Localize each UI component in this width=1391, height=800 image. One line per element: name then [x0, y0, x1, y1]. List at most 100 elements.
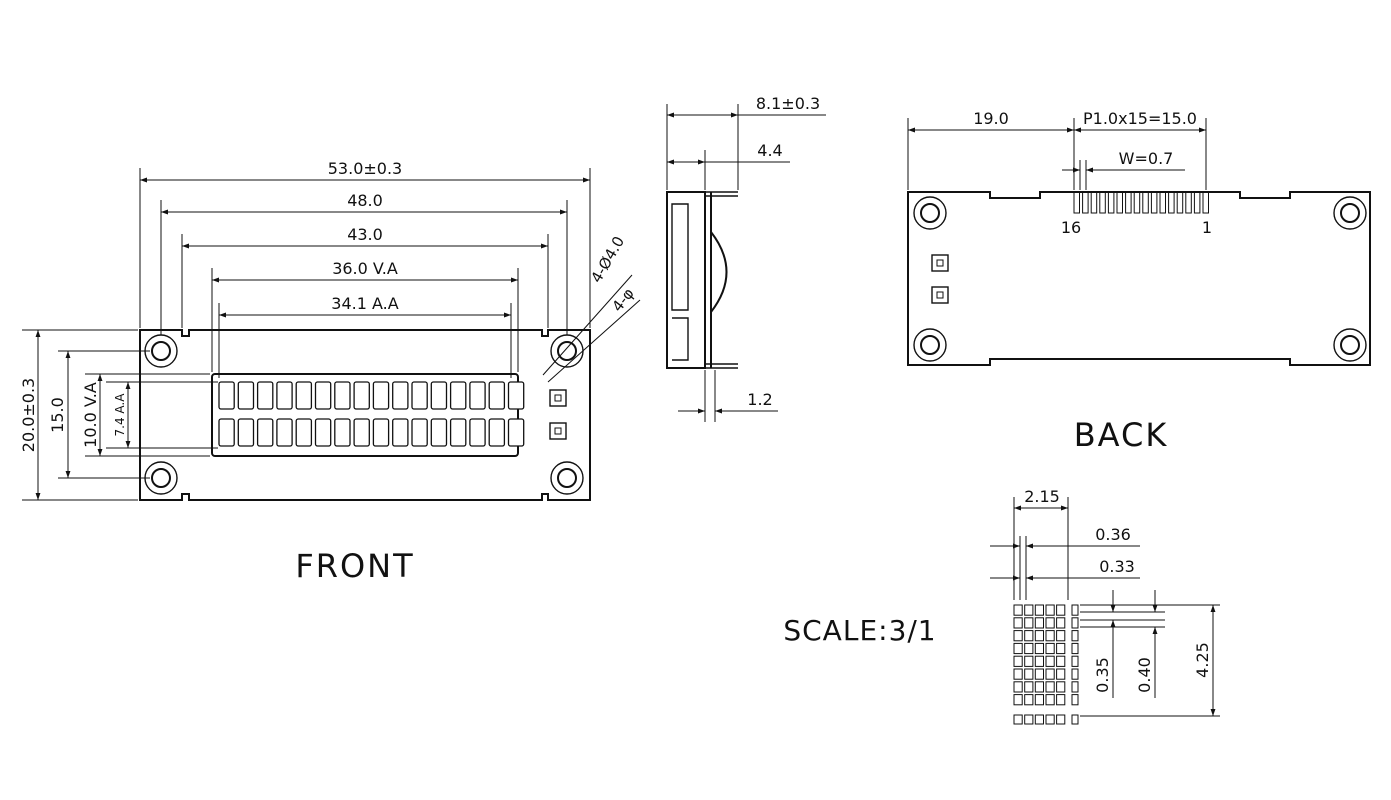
matrix-dot	[1034, 604, 1045, 616]
lcd-character-cell	[334, 381, 351, 410]
matrix-dot	[1056, 694, 1066, 706]
lcd-character-cell	[411, 381, 428, 410]
side-dimension-lines	[667, 112, 826, 414]
dim-hole-pitch-width: 48.0	[347, 191, 383, 210]
dim-view-area-height: 10.0 V.A	[81, 382, 100, 448]
lcd-character-cell	[256, 381, 274, 410]
cursor-dot	[1024, 714, 1034, 725]
front-extension-lines	[139, 168, 591, 378]
matrix-dot	[1071, 617, 1079, 629]
matrix-dot	[1034, 668, 1045, 680]
dim-dot-size: 0.33	[1099, 557, 1135, 576]
lcd-character-cell	[469, 418, 486, 447]
matrix-dot	[1034, 642, 1045, 655]
dim-char-width: 2.15	[1024, 487, 1060, 506]
matrix-dot	[1056, 681, 1066, 693]
dim-dot-vpitch: 0.40	[1135, 657, 1154, 693]
mounting-hole-icon	[1333, 196, 1367, 230]
matrix-dot	[1045, 617, 1055, 629]
side-outline	[666, 191, 738, 369]
mounting-hole-icon	[913, 196, 947, 230]
lcd-character-cell	[469, 381, 486, 410]
character-detail: 2.15 0.36 0.33 0.35 0.40 4.25 SCALE:3/1	[783, 487, 1220, 725]
connector-pin	[1193, 191, 1201, 214]
matrix-dot	[1056, 630, 1066, 642]
dim-bezel-width: 43.0	[347, 225, 383, 244]
matrix-dot	[1024, 604, 1034, 616]
lcd-character-cell	[449, 418, 467, 447]
dim-dot-pitch: 0.36	[1095, 525, 1131, 544]
connector-pin	[1082, 191, 1089, 214]
detail-extension-lines	[1013, 497, 1220, 717]
matrix-dot	[1056, 655, 1066, 667]
connector-pin	[1133, 191, 1141, 214]
matrix-dot	[1045, 642, 1055, 655]
side-extension-lines	[666, 104, 739, 422]
lcd-character-cell	[507, 418, 525, 447]
connector-pins	[1073, 191, 1209, 214]
lcd-character-cell	[507, 381, 525, 410]
connector-pin	[1168, 191, 1175, 214]
lcd-character-cell	[237, 418, 255, 447]
cursor-dot	[1045, 714, 1055, 725]
lcd-character-cell	[372, 381, 390, 410]
connector-pin	[1176, 191, 1184, 214]
lcd-character-cell	[314, 381, 332, 410]
lcd-character-cell	[430, 381, 448, 410]
dim-hole-small: 4-φ	[608, 285, 638, 316]
lcd-character-cell	[256, 418, 274, 447]
side-view: 8.1±0.3 4.4 1.2	[666, 94, 826, 422]
matrix-dot	[1056, 668, 1066, 680]
hole-leader-lines	[542, 274, 641, 383]
dim-overall-height: 20.0±0.3	[19, 378, 38, 452]
matrix-dot	[1071, 630, 1079, 642]
lcd-character-cell	[218, 418, 235, 447]
matrix-dot	[1013, 630, 1023, 642]
matrix-dot	[1013, 655, 1023, 667]
matrix-dot	[1056, 642, 1066, 655]
matrix-dot	[1071, 604, 1079, 616]
front-vertical-extension-lines	[22, 329, 218, 501]
matrix-dot	[1013, 694, 1023, 706]
connector-pin	[1116, 191, 1123, 214]
matrix-dot	[1024, 630, 1034, 642]
matrix-dot	[1024, 694, 1034, 706]
matrix-dot	[1024, 668, 1034, 680]
pin-label-first: 16	[1061, 218, 1081, 237]
detail-dimension-lines	[990, 505, 1216, 716]
matrix-dot	[1013, 617, 1023, 629]
connector-pin	[1073, 191, 1080, 214]
back-view-title: BACK	[1074, 416, 1169, 454]
lcd-character-cell	[488, 418, 506, 447]
front-view-title: FRONT	[295, 547, 414, 585]
lcd-character-cell	[430, 418, 448, 447]
pin-label-last: 1	[1202, 218, 1212, 237]
front-pcb-outline	[139, 329, 591, 501]
matrix-dot	[1045, 694, 1055, 706]
lcd-character-cells	[218, 381, 525, 447]
dim-char-height: 4.25	[1193, 642, 1212, 678]
matrix-dot	[1056, 604, 1066, 616]
lcd-character-cell	[392, 418, 409, 447]
matrix-dot	[1045, 655, 1055, 667]
matrix-dot	[1045, 630, 1055, 642]
lcd-character-cell	[295, 418, 313, 447]
dim-pin-offset: 19.0	[973, 109, 1009, 128]
cursor-dot	[1071, 714, 1079, 725]
lcd-character-cell	[314, 418, 332, 447]
matrix-dot	[1045, 604, 1055, 616]
dim-pin-width: W=0.7	[1119, 149, 1174, 168]
matrix-dot	[1071, 681, 1079, 693]
connector-pin	[1202, 191, 1209, 214]
scale-label: SCALE:3/1	[783, 614, 936, 647]
matrix-dot	[1013, 642, 1023, 655]
dim-pcb-offset: 4.4	[757, 141, 782, 160]
dim-view-area-width: 36.0 V.A	[332, 259, 398, 278]
back-pads	[931, 254, 949, 304]
lcd-viewing-area	[211, 373, 519, 457]
front-view: 53.0±0.3 48.0 43.0 36.0 V.A 34.1 A.A 20.…	[19, 159, 641, 585]
dim-dot-height: 0.35	[1093, 657, 1112, 693]
mounting-hole-icon	[913, 328, 947, 362]
cursor-dot	[1034, 714, 1045, 725]
front-pads	[549, 389, 567, 440]
